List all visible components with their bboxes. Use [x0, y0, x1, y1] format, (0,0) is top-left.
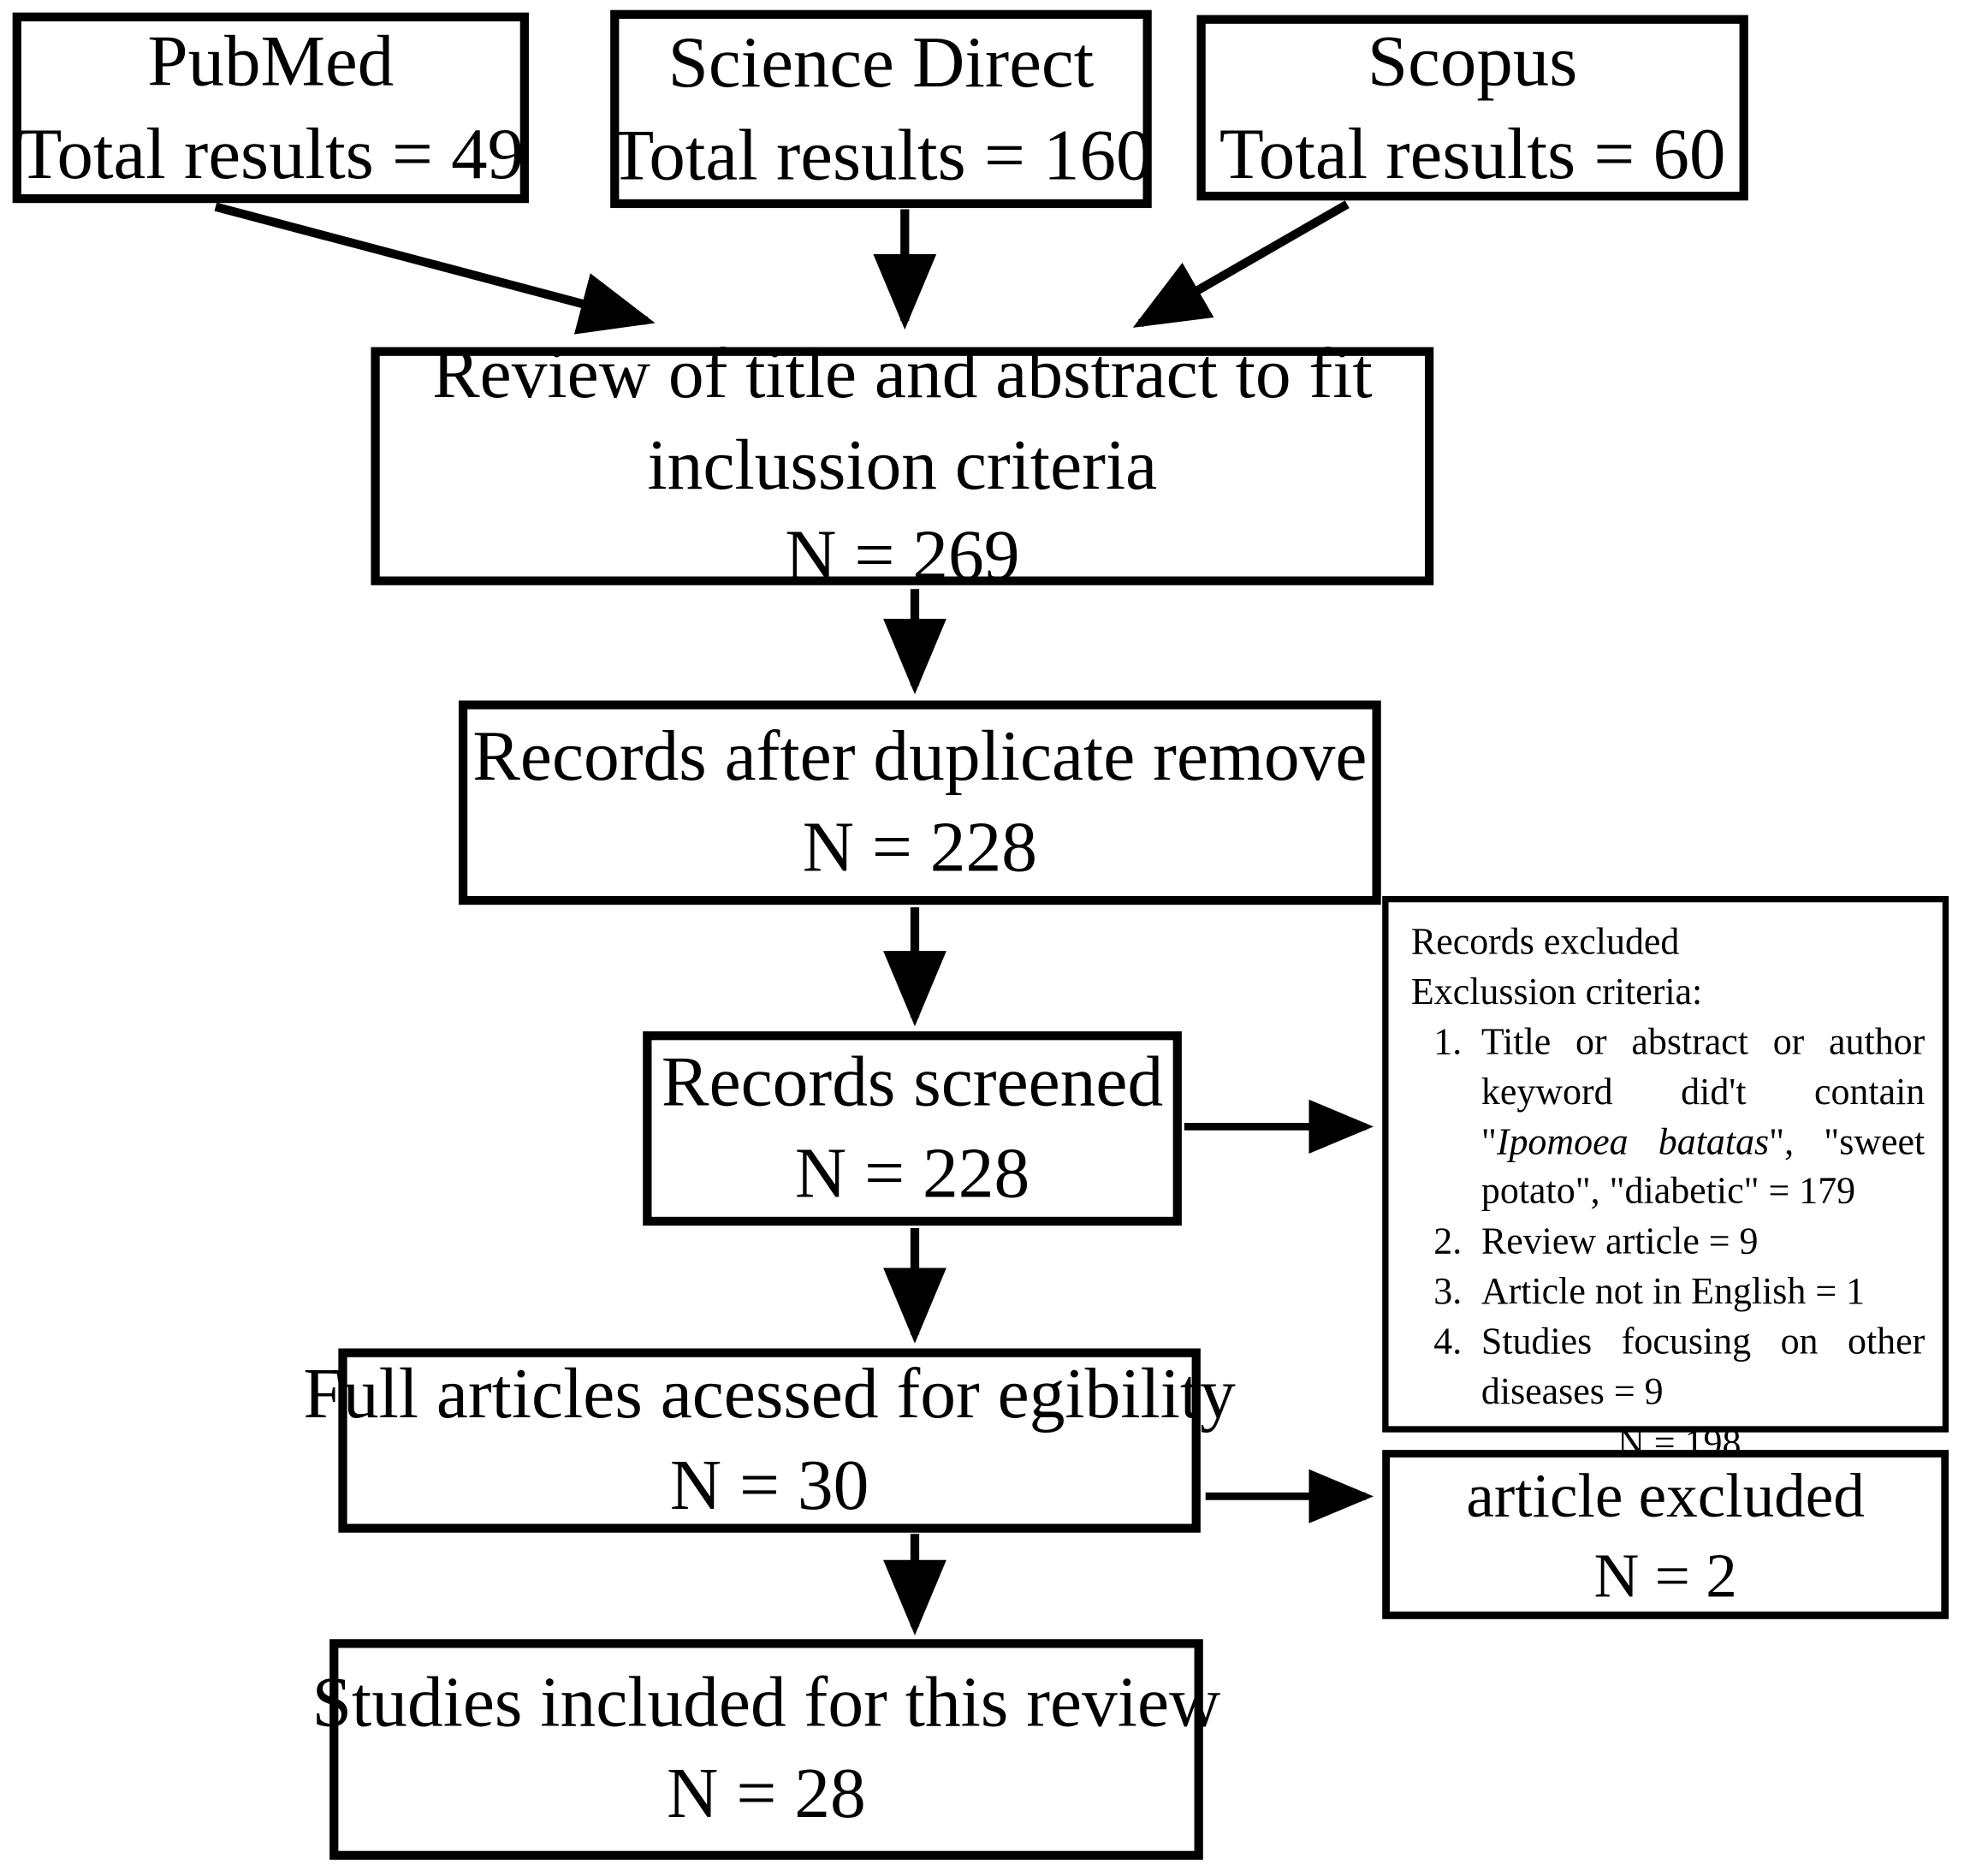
stage-box-records-after-duplicate-remove: Records after duplicate remove N = 228	[458, 700, 1381, 905]
criterion-1-species: Ipomoea batatas	[1496, 1120, 1770, 1163]
connector-scopus-to-review	[1132, 200, 1350, 328]
criterion-1-prefix: Title or abstract or author keyword did'…	[1480, 1021, 1925, 1163]
stage-review-line1: Review of title and abstract to fit	[432, 334, 1373, 413]
stage-screened-line1: Records screened	[661, 1042, 1164, 1121]
source-count-science-direct: Total results = 160	[609, 114, 1153, 196]
source-box-science-direct: Science Direct Total results = 160	[609, 9, 1153, 209]
stage-box-review-title-abstract: Review of title and abstract to fit incl…	[371, 334, 1434, 596]
exclusion-criterion-1: Title or abstract or author keyword did'…	[1471, 1018, 1925, 1218]
source-name-pubmed: PubMed	[147, 20, 395, 102]
source-box-pubmed: PubMed Total results = 49	[12, 12, 529, 204]
stage-review-line2: inclussion criteria	[647, 425, 1158, 505]
source-box-scopus: Scopus Total results = 60	[1196, 15, 1748, 201]
stage-dedup-line1: Records after duplicate remove	[472, 715, 1368, 796]
stage-box-records-screened: Records screened N = 228	[643, 1031, 1182, 1226]
records-excluded-box: Records excluded Exclussion criteria: Ti…	[1382, 895, 1949, 1463]
exclusion-criterion-4: Studies focusing on other diseases = 9	[1471, 1317, 1925, 1417]
stage-review-count: N = 269	[785, 516, 1020, 597]
article-excluded-box: article excluded N = 2	[1382, 1450, 1949, 1619]
exclusion-criteria-list: Title or abstract or author keyword did'…	[1411, 1018, 1925, 1417]
stage-box-studies-included: Studies included for this review N = 28	[312, 1639, 1220, 1860]
exclusion-criterion-2: Review article = 9	[1471, 1217, 1925, 1267]
source-name-science-direct: Science Direct	[668, 21, 1095, 103]
records-excluded-heading: Records excluded	[1410, 921, 1680, 963]
connector-pubmed-to-review	[214, 202, 656, 335]
article-excluded-count: N = 2	[1593, 1539, 1737, 1610]
stage-fulltext-line1: Full articles acessed for egibility	[303, 1354, 1236, 1434]
exclusion-criterion-3: Article not in English = 1	[1471, 1267, 1925, 1317]
stage-included-line1: Studies included for this review	[312, 1663, 1221, 1742]
source-count-scopus: Total results = 60	[1219, 112, 1726, 194]
stage-fulltext-count: N = 30	[669, 1446, 869, 1525]
criterion-1-suffix: ", "sweet potato", "diabetic" = 179	[1480, 1120, 1925, 1213]
article-excluded-label: article excluded	[1466, 1459, 1865, 1530]
stage-dedup-count: N = 228	[802, 807, 1038, 887]
exclusion-criteria-heading: Exclussion criteria:	[1410, 971, 1703, 1012]
source-count-pubmed: Total results = 49	[17, 112, 525, 194]
source-name-scopus: Scopus	[1367, 20, 1578, 102]
stage-box-full-articles-eligibility: Full articles acessed for egibility N = …	[303, 1348, 1236, 1533]
stage-included-count: N = 28	[667, 1754, 866, 1834]
stage-screened-count: N = 228	[794, 1133, 1030, 1213]
